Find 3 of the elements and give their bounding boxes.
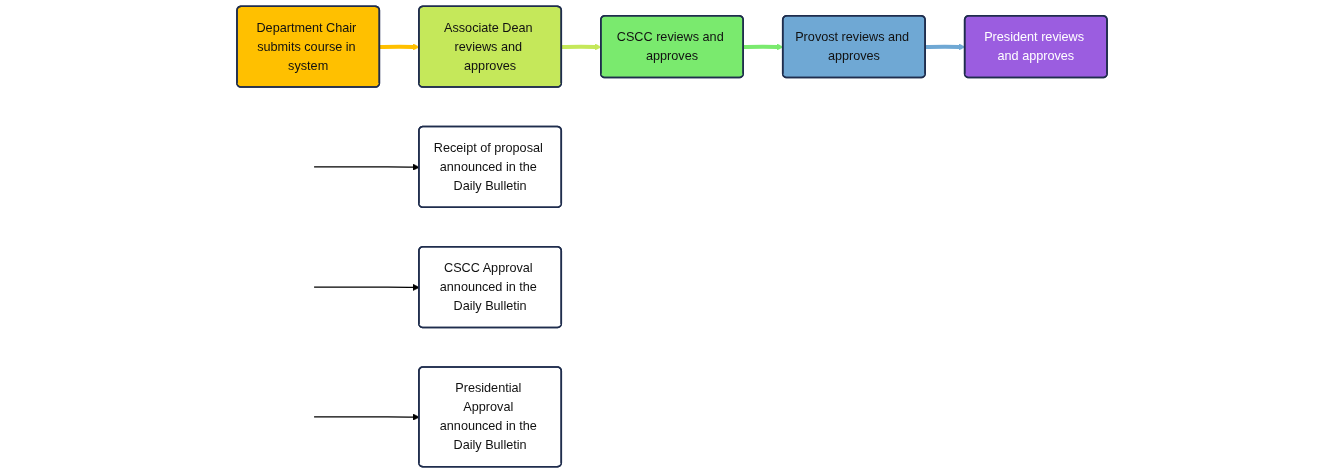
arrow bbox=[561, 43, 601, 51]
arrow bbox=[924, 43, 965, 51]
arrow bbox=[743, 43, 783, 51]
